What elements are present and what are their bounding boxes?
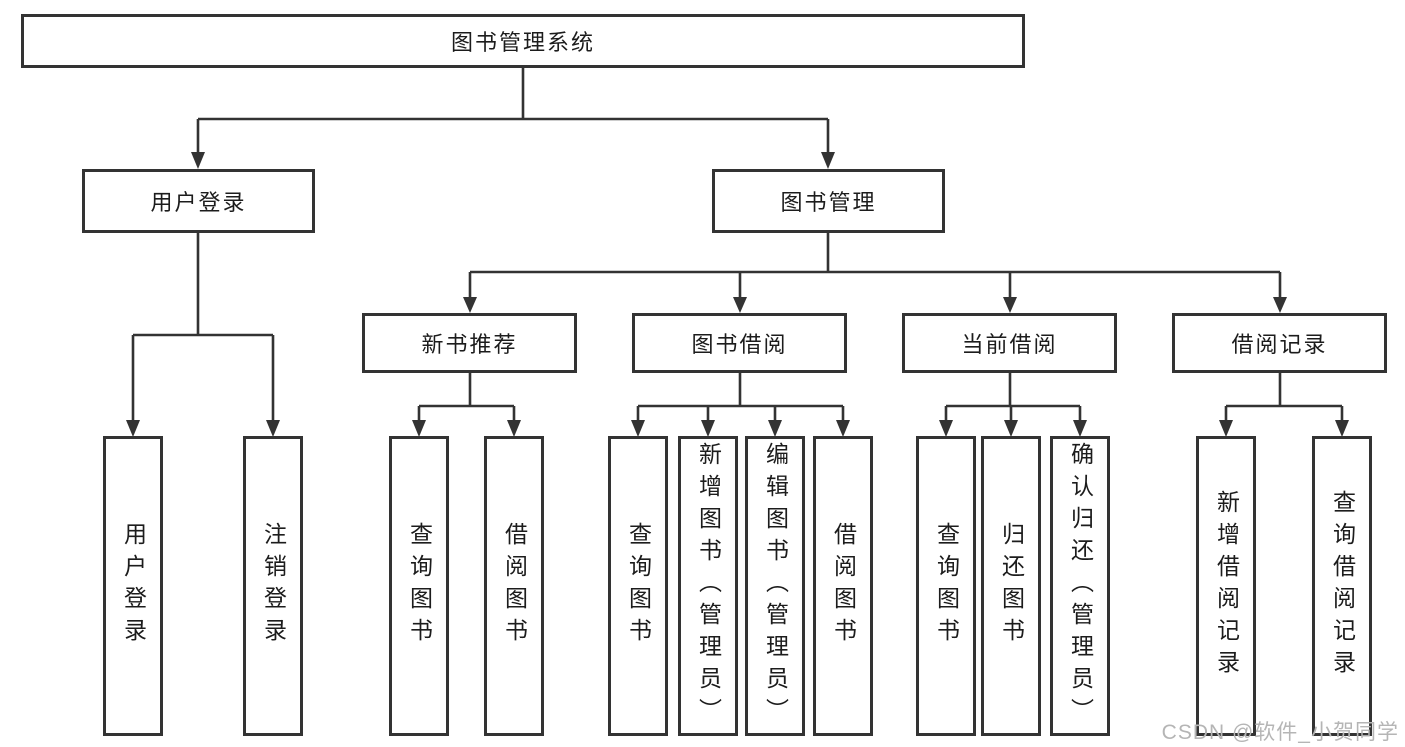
leaf-borrow-books-recommendation: 借阅图书 — [484, 436, 544, 736]
leaf-query-borrowing-record: 查询借阅记录 — [1312, 436, 1372, 736]
leaf-query-books-recommendation: 查询图书 — [389, 436, 449, 736]
leaf-user-login: 用户登录 — [103, 436, 163, 736]
node-current-borrowing: 当前借阅 — [902, 313, 1117, 373]
node-book-borrowing: 图书借阅 — [632, 313, 847, 373]
node-new-book-recommendation: 新书推荐 — [362, 313, 577, 373]
leaf-return-books: 归还图书 — [981, 436, 1041, 736]
node-user-login: 用户登录 — [82, 169, 315, 233]
leaf-edit-books-admin: 编辑图书（管理员） — [745, 436, 805, 736]
leaf-query-books-current: 查询图书 — [916, 436, 976, 736]
leaf-add-books-admin: 新增图书（管理员） — [678, 436, 738, 736]
node-library-management-system: 图书管理系统 — [21, 14, 1025, 68]
leaf-logout-login: 注销登录 — [243, 436, 303, 736]
leaf-add-borrowing-record: 新增借阅记录 — [1196, 436, 1256, 736]
leaf-query-books-borrowing: 查询图书 — [608, 436, 668, 736]
leaf-confirm-return-admin: 确认归还（管理员） — [1050, 436, 1110, 736]
node-book-management: 图书管理 — [712, 169, 945, 233]
csdn-watermark: CSDN @软件_小贺同学 — [1161, 721, 1399, 744]
leaf-borrow-books: 借阅图书 — [813, 436, 873, 736]
node-borrowing-records: 借阅记录 — [1172, 313, 1387, 373]
